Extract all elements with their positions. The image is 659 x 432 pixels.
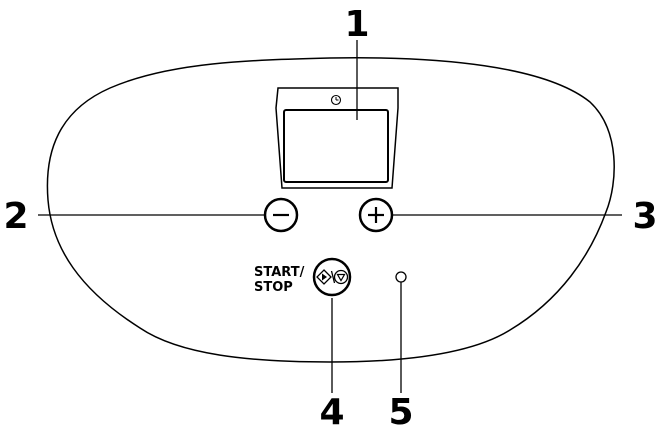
display-screen bbox=[283, 109, 389, 183]
callout-5-label: 5 bbox=[388, 392, 413, 432]
callout-4-label: 4 bbox=[319, 392, 344, 432]
minus-button[interactable] bbox=[263, 197, 299, 233]
plus-button[interactable] bbox=[358, 197, 394, 233]
start-stop-icon bbox=[316, 269, 349, 285]
start-stop-label-line1: START/ bbox=[254, 265, 305, 280]
start-stop-label-line2: STOP bbox=[254, 280, 293, 295]
display-bezel bbox=[275, 87, 399, 189]
plus-icon bbox=[368, 207, 384, 223]
callout-2-label: 2 bbox=[3, 196, 28, 237]
callout-3-label: 3 bbox=[632, 196, 657, 237]
panel-outline bbox=[46, 57, 615, 363]
display bbox=[275, 87, 399, 189]
callout-1-label: 1 bbox=[344, 4, 369, 45]
start-stop-button[interactable] bbox=[312, 257, 352, 297]
clock-icon bbox=[330, 94, 342, 106]
indicator-light-icon bbox=[395, 271, 407, 283]
